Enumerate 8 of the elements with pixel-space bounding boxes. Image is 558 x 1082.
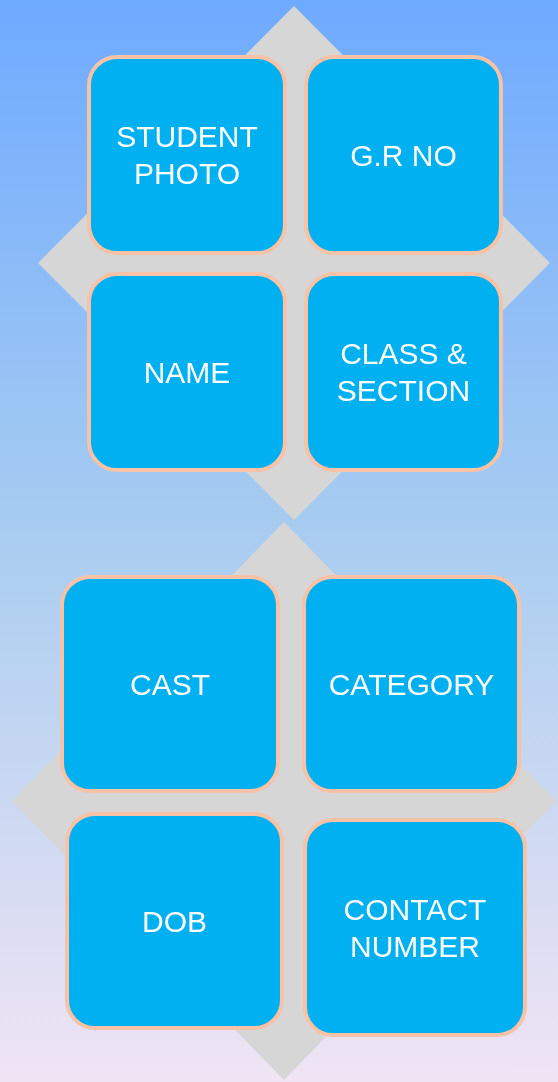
box-label: CLASS & SECTION: [335, 336, 472, 409]
box-label: G.R NO: [349, 137, 458, 174]
box-label: DOB: [141, 903, 208, 940]
box-label: CAST: [129, 666, 211, 703]
box-label: CONTACT NUMBER: [342, 891, 488, 965]
box-label: CATEGORY: [327, 666, 496, 703]
box-label: NAME: [142, 354, 232, 391]
box-label: STUDENT PHOTO: [115, 119, 259, 192]
